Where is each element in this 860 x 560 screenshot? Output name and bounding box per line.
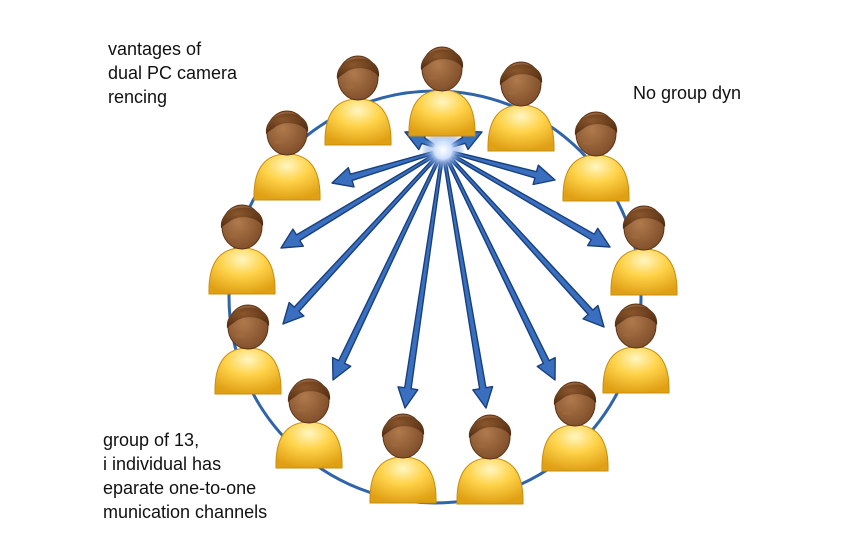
bottom-left-line-1: group of 13, [103,430,200,450]
bottom-left-line-3: eparate one-to-one [103,478,257,498]
person-icon [602,303,670,394]
bottom-left-line-4: munication channels [103,502,268,522]
person-icon [456,414,524,505]
person-icon [275,378,343,469]
arrow-icon [282,155,438,325]
arrow-icon [280,153,436,249]
person-icon [610,205,678,296]
arrow-icon [442,158,494,409]
top-left-line-2: dual PC camera [108,63,238,83]
arrow-icon [445,157,556,381]
arrow-icon [450,153,611,248]
person-icon [214,304,282,395]
person-icon [562,111,630,202]
top-right-caption: No group dyn [633,83,742,103]
arrow-icon [331,150,435,188]
person-icon [369,413,437,504]
arrow-icon [397,158,444,409]
top-left-caption: vantages of dual PC camera rencing [108,37,237,109]
person-icon [324,55,392,146]
person-icon [208,204,276,295]
participant-group [208,46,678,505]
bottom-left-caption: group of 13, i individual has eparate on… [103,428,267,524]
bottom-left-line-2: i individual has [103,454,222,474]
top-left-line-3: rencing [108,87,168,107]
hub [421,128,465,172]
person-icon [253,110,321,201]
arrow-group [280,130,611,409]
arrow-icon [331,157,441,381]
person-icon [541,381,609,472]
arrow-icon [448,155,605,328]
top-left-line-1: vantages of [108,39,202,59]
arrow-icon [451,150,556,186]
person-icon [487,61,555,152]
